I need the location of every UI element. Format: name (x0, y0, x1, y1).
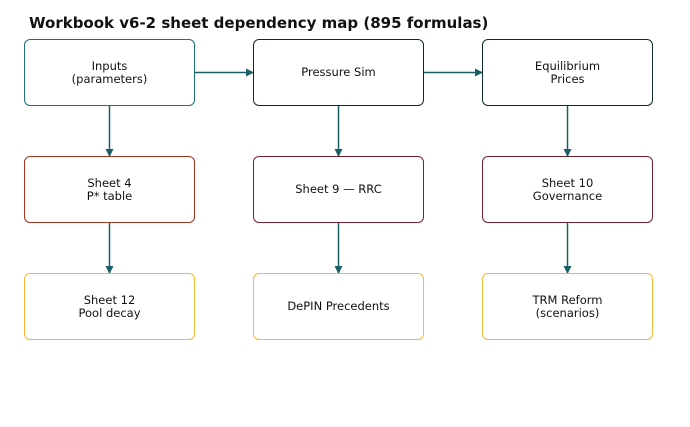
diagram-title: Workbook v6-2 sheet dependency map (895 … (29, 14, 489, 32)
node-label: TRM Reform (scenarios) (532, 292, 603, 320)
node-label: Sheet 12 Pool decay (78, 292, 141, 320)
node-sheet9: Sheet 9 — RRC (253, 156, 424, 223)
node-label: Sheet 4 P* table (86, 175, 133, 203)
node-label: Pressure Sim (301, 65, 376, 80)
node-label: Sheet 9 — RRC (295, 182, 382, 197)
node-label: Inputs (parameters) (71, 58, 148, 86)
node-pressure: Pressure Sim (253, 39, 424, 106)
node-label: Sheet 10 Governance (532, 175, 603, 203)
node-depin: DePIN Precedents (253, 273, 424, 340)
node-sheet12: Sheet 12 Pool decay (24, 273, 195, 340)
node-sheet4: Sheet 4 P* table (24, 156, 195, 223)
node-label: DePIN Precedents (287, 299, 390, 314)
node-equilibrium: Equilibrium Prices (482, 39, 653, 106)
node-trm: TRM Reform (scenarios) (482, 273, 653, 340)
node-sheet10: Sheet 10 Governance (482, 156, 653, 223)
node-inputs: Inputs (parameters) (24, 39, 195, 106)
node-label: Equilibrium Prices (534, 58, 601, 86)
